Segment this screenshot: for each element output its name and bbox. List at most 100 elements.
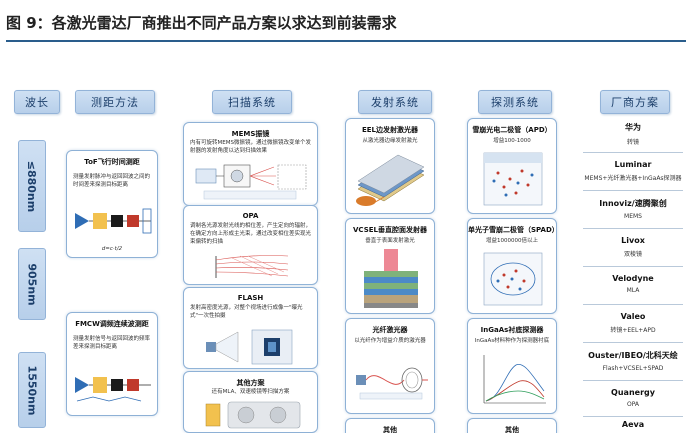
- tof-description: 测量发射脉冲与返回回波之间的时间差来探测目标距离: [73, 174, 151, 188]
- eel-title: EEL边发射激光器: [361, 126, 419, 134]
- card-fiber-laser: 光纤激光器 以光纤作为增益介质的激光器: [345, 318, 435, 414]
- figure-title-bar: 图 9：各激光雷达厂商推出不同产品方案以求达到前装需求: [0, 0, 692, 42]
- vendor-item: Innoviz/速腾聚创 MEMS: [578, 198, 688, 220]
- vcsel-diagram: [364, 249, 418, 308]
- vendor-item: Quanergy OPA: [578, 388, 688, 408]
- band-905nm-label: 905nm: [25, 262, 39, 306]
- opa-description: 调制各光源发射光线的相位差，产生定向的辐射，在确定方向上形成主光束，通过改变相位…: [190, 223, 312, 245]
- vcsel-title: VCSEL垂直腔面发射器: [353, 226, 427, 234]
- vendor-tech: MEMS+光纤激光器+InGaAs探测器: [584, 175, 682, 182]
- flash-description: 发射高密度光源，对整个视场进行成像一"曝光式"一次性拍摄: [190, 305, 303, 319]
- header-vendor-solutions: 厂商方案: [600, 90, 670, 114]
- card-mems: MEMS振镜 内有可旋转MEMS微振镜，通过微振镜改变单个发射器的发射角度以达到…: [183, 122, 318, 206]
- fiber-laser-title: 光纤激光器: [372, 326, 408, 334]
- fiber-laser-diagram: [356, 367, 428, 400]
- header-detector-system: 探测系统: [478, 90, 552, 114]
- band-880nm-label: ≤880nm: [25, 160, 39, 212]
- header-emitter-system: 发射系统: [358, 90, 432, 114]
- vendor-divider: [583, 304, 683, 305]
- card-apd: 雪崩光电二极管（APD） 增益100-1000: [467, 118, 557, 214]
- ingaas-title: InGaAs衬底探测器: [480, 326, 544, 334]
- header-wavelength: 波长: [14, 90, 60, 114]
- card-vcsel: VCSEL垂直腔面发射器 垂直于表面发射激光: [345, 218, 435, 314]
- band-1550nm-label: 1550nm: [25, 365, 39, 415]
- other-scanning-diagram: [205, 401, 301, 429]
- eel-description: 从激光器边缘发射激光: [362, 138, 418, 144]
- spad-diagram: [483, 252, 543, 306]
- vendor-item: Velodyne MLA: [578, 274, 688, 294]
- vcsel-description: 垂直于表面发射激光: [365, 238, 415, 244]
- fmcw-description: 测量发射信号与返回回波的频率差来探测目标距离: [73, 336, 151, 350]
- ingaas-description: InGaAs材料种作为探测器衬底: [474, 338, 550, 344]
- vendor-name: Velodyne: [612, 274, 654, 283]
- eel-diagram: [356, 154, 425, 206]
- vendor-tech: 转镜+EEL+APD: [610, 327, 656, 334]
- fiber-laser-description: 以光纤作为增益介质的激光器: [354, 338, 426, 344]
- card-spad: 单光子雪崩二极管（SPAD） 增益1000000倍以上: [467, 218, 557, 314]
- opa-beam-diagram: [215, 255, 289, 278]
- vendor-item: 华为 转镜: [578, 122, 688, 146]
- card-eel: EEL边发射激光器 从激光器边缘发射激光: [345, 118, 435, 214]
- vendor-name: 华为: [625, 123, 641, 132]
- ingaas-diagram: [483, 355, 546, 404]
- spad-title: 单光子雪崩二极管（SPAD）: [468, 226, 557, 234]
- other-scanning-description: 还有MLA、双速棱镜等扫描方案: [211, 389, 290, 395]
- apd-title: 雪崩光电二极管（APD）: [472, 126, 552, 134]
- mems-title: MEMS振镜: [231, 130, 270, 138]
- vendor-divider: [583, 190, 683, 191]
- vendor-divider: [583, 416, 683, 417]
- card-flash: FLASH 发射高密度光源，对整个视场进行成像一"曝光式"一次性拍摄: [183, 287, 318, 369]
- band-880nm: ≤880nm: [18, 140, 46, 232]
- vendor-name: Livox: [621, 236, 645, 245]
- tof-formula: d=c·t/2: [101, 246, 123, 252]
- vendor-item: Livox 双棱镜: [578, 236, 688, 258]
- vendor-tech: OPA: [626, 401, 640, 408]
- opa-title: OPA: [242, 212, 259, 220]
- vendor-name: Valeo: [620, 312, 646, 321]
- card-other-detector: 其他: [467, 418, 557, 433]
- other-scanning-title: 其他方案: [236, 379, 265, 387]
- card-fmcw: FMCW调频连续波测距 测量发射信号与返回回波的频率差来探测目标距离: [66, 312, 158, 416]
- vendor-name: Aeva: [621, 420, 645, 429]
- vendor-divider: [583, 228, 683, 229]
- card-other-scanning: 其他方案 还有MLA、双速棱镜等扫描方案: [183, 371, 318, 433]
- mems-diagram: [195, 164, 307, 200]
- vendor-name: Quanergy: [611, 388, 655, 397]
- card-ingaas: InGaAs衬底探测器 InGaAs材料种作为探测器衬底: [467, 318, 557, 414]
- vendor-name: Luminar: [614, 160, 652, 169]
- vendor-tech: MEMS: [624, 213, 642, 220]
- card-other-emitter: 其他: [345, 418, 435, 433]
- vendor-tech: MLA: [626, 287, 640, 294]
- flash-title: FLASH: [237, 294, 264, 302]
- vendor-tech: 转镜: [626, 139, 639, 146]
- apd-description: 增益100-1000: [493, 138, 531, 144]
- tof-title: ToF飞行时间测距: [84, 158, 140, 166]
- vendor-tech: Flash+VCSEL+SPAD: [602, 365, 664, 372]
- vendor-name: Ouster/IBEO/北科天绘: [588, 351, 678, 360]
- vendor-divider: [583, 152, 683, 153]
- vendor-tech: 双棱镜: [623, 251, 642, 258]
- vendor-item: Ouster/IBEO/北科天绘 Flash+VCSEL+SPAD: [578, 350, 688, 372]
- band-1550nm: 1550nm: [18, 352, 46, 428]
- card-opa: OPA 调制各光源发射光线的相位差，产生定向的辐射，在确定方向上形成主光束，通过…: [183, 205, 318, 285]
- figure-title: 图 9：各激光雷达厂商推出不同产品方案以求达到前装需求: [6, 14, 397, 32]
- apd-diagram: [483, 152, 543, 206]
- vendor-name: Innoviz/速腾聚创: [599, 199, 667, 208]
- vendor-item: Valeo 转镜+EEL+APD: [578, 312, 688, 334]
- vendor-divider: [583, 380, 683, 381]
- vendor-item: Aeva: [578, 420, 688, 429]
- title-divider: [6, 40, 686, 42]
- other-emitter-title: 其他: [383, 426, 397, 433]
- header-scanning-system: 扫描系统: [212, 90, 292, 114]
- fmcw-title: FMCW调频连续波测距: [75, 320, 149, 328]
- card-tof: ToF飞行时间测距 测量发射脉冲与返回回波之间的时间差来探测目标距离 d=c·t…: [66, 150, 158, 258]
- mems-description: 内有可旋转MEMS微振镜，通过微振镜改变单个发射器的发射角度以达到扫描效果: [190, 140, 311, 154]
- vendor-divider: [583, 342, 683, 343]
- header-ranging-method: 测距方法: [75, 90, 155, 114]
- vendor-item: Luminar MEMS+光纤激光器+InGaAs探测器: [578, 160, 688, 182]
- band-905nm: 905nm: [18, 248, 46, 320]
- spad-description: 增益1000000倍以上: [486, 238, 538, 244]
- other-detector-title: 其他: [505, 426, 519, 433]
- vendor-divider: [583, 266, 683, 267]
- flash-diagram: [206, 329, 293, 365]
